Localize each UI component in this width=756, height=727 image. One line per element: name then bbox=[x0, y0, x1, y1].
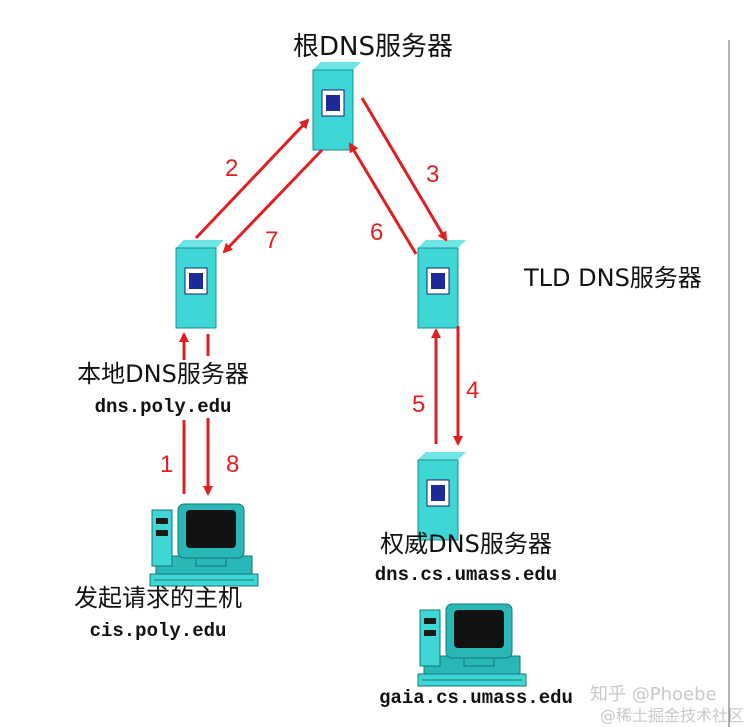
local-dns-server-icon bbox=[175, 239, 225, 329]
target-host-hostname: gaia.cs.umass.edu bbox=[379, 687, 573, 709]
step-4-label: 4 bbox=[466, 377, 479, 404]
root-dns-server-label: 根DNS服务器 bbox=[293, 32, 453, 62]
step-5-label: 5 bbox=[412, 391, 425, 418]
local-dns-server-label: 本地DNS服务器 bbox=[77, 360, 249, 388]
juejin-watermark: @稀土掘金技术社区 bbox=[600, 706, 744, 725]
requesting-host-hostname: cis.poly.edu bbox=[90, 620, 227, 642]
arrow-step-3 bbox=[360, 97, 448, 242]
authoritative-dns-hostname: dns.cs.umass.edu bbox=[375, 564, 557, 586]
tld-dns-server-label: TLD DNS服务器 bbox=[523, 264, 702, 292]
root-dns-server-icon bbox=[312, 61, 362, 151]
requesting-host-label: 发起请求的主机 bbox=[74, 584, 242, 612]
step-3-label: 3 bbox=[426, 161, 439, 188]
authoritative-dns-server-icon bbox=[417, 451, 467, 541]
step-2-label: 2 bbox=[225, 155, 238, 182]
step-6-label: 6 bbox=[370, 219, 383, 246]
arrow-step-7 bbox=[222, 148, 324, 254]
step-7-label: 7 bbox=[265, 227, 278, 254]
step-1-label: 1 bbox=[160, 451, 173, 478]
tld-dns-server-icon bbox=[417, 239, 467, 329]
authoritative-dns-server-label: 权威DNS服务器 bbox=[380, 530, 552, 558]
zhihu-watermark: 知乎 @Phoebe bbox=[590, 684, 717, 705]
requesting-host-computer-icon bbox=[149, 503, 259, 587]
target-host-computer-icon bbox=[417, 603, 527, 687]
arrow-step-2 bbox=[194, 118, 310, 240]
arrow-step-6 bbox=[348, 142, 418, 255]
local-dns-hostname: dns.poly.edu bbox=[95, 396, 232, 418]
step-8-label: 8 bbox=[226, 451, 239, 478]
